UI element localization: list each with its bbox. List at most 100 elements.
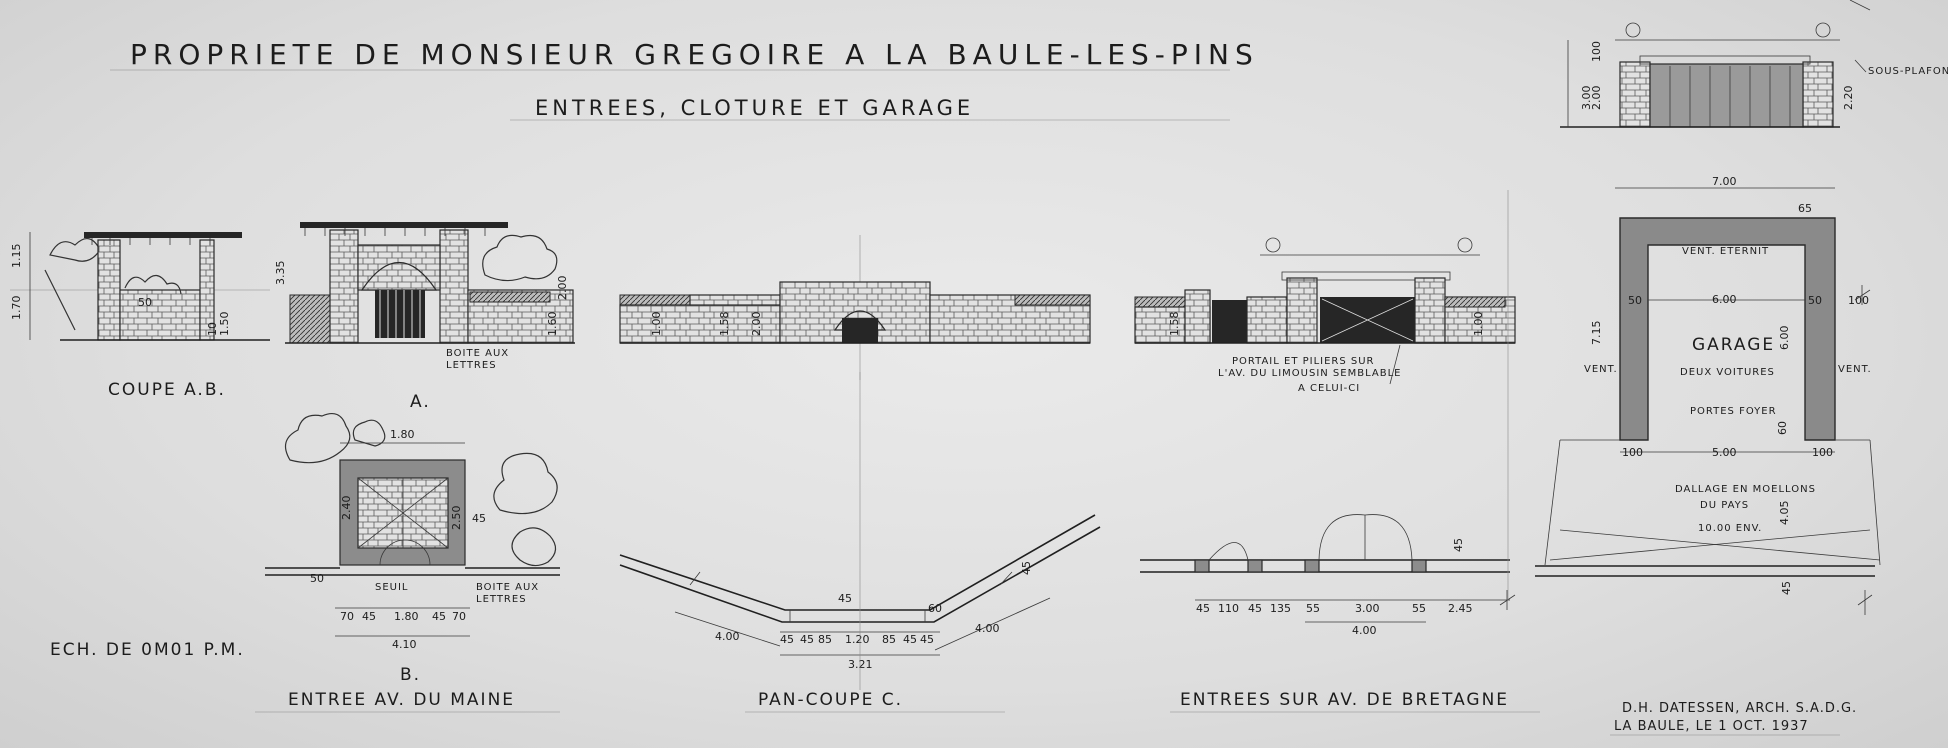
bretagne-dim-100: 1.00 xyxy=(1472,312,1485,337)
pan-dim-45c: 45 xyxy=(903,633,917,646)
coupe-dim-150: 1.50 xyxy=(218,312,231,337)
signature-line-1: D.H. DATESSEN, ARCH. S.A.D.G. xyxy=(1622,701,1857,716)
maine-dim-45: 45 xyxy=(472,512,486,525)
maine-dim-240: 2.40 xyxy=(340,496,353,521)
pan-dim-85a: 85 xyxy=(818,633,832,646)
coupe-ab-section: 1.70 1.15 50 1.50 10 COUPE A.B. xyxy=(10,232,270,400)
garage-elev-dim-220: 2.20 xyxy=(1842,86,1855,111)
scale-note: ECH. DE 0M01 P.M. xyxy=(50,640,245,660)
garage-dim-100b: 100 xyxy=(1812,446,1833,459)
section-mark-a: A. xyxy=(410,392,431,412)
coupe-ab-caption: COUPE A.B. xyxy=(108,380,226,400)
maine-dim-180: 1.80 xyxy=(394,610,419,623)
maine-elev-dim-200: 2.00 xyxy=(556,276,569,301)
pan-dim-45d: 45 xyxy=(920,633,934,646)
cloture-dim-200: 2.00 xyxy=(750,312,763,337)
maine-plan: 1.80 45 2.40 2.50 50 SEUIL BOITE AUX LET… xyxy=(255,413,560,713)
bretagne-dim-45top: 45 xyxy=(1452,538,1465,552)
maine-dim-250: 2.50 xyxy=(450,506,463,531)
bretagne-dim-110: 110 xyxy=(1218,602,1239,615)
maine-elev-dim-160: 1.60 xyxy=(546,312,559,337)
bretagne-dim-135: 135 xyxy=(1270,602,1291,615)
pan-coupe-caption: PAN-COUPE C. xyxy=(758,690,903,710)
maine-dim-180-top: 1.80 xyxy=(390,428,415,441)
boite-lettres-label-1: BOITE AUX xyxy=(446,348,509,359)
vent-right-label: VENT. xyxy=(1838,364,1872,375)
signature-block: D.H. DATESSEN, ARCH. S.A.D.G. LA BAULE, … xyxy=(1610,701,1857,736)
drawing-subtitle: ENTREES, CLOTURE ET GARAGE xyxy=(535,96,974,120)
seuil-label: SEUIL xyxy=(375,582,409,593)
garage-elev-dim-200: 2.00 xyxy=(1590,86,1603,111)
garage-dim-715: 7.15 xyxy=(1590,321,1603,346)
bretagne-dim-55b: 55 xyxy=(1412,602,1426,615)
garage-dim-500: 5.00 xyxy=(1712,446,1737,459)
cloture-dim-158: 1.58 xyxy=(718,312,731,337)
maine-elev-dim-335: 3.35 xyxy=(274,261,287,286)
bretagne-plan: 45 110 45 135 55 3.00 55 2.45 4.00 45 EN… xyxy=(1140,514,1540,713)
pan-dim-45a: 45 xyxy=(780,633,794,646)
boite-lettres-plan-1: BOITE AUX xyxy=(476,582,539,593)
pan-dim-85b: 85 xyxy=(882,633,896,646)
vent-eternit-label: VENT. ETERNIT xyxy=(1682,246,1769,257)
pan-dim-400b: 4.00 xyxy=(975,622,1000,635)
garage-dim-100r: 100 xyxy=(1848,294,1869,307)
maine-dim-70b: 70 xyxy=(452,610,466,623)
coupe-dim-50: 50 xyxy=(138,296,152,309)
pan-dim-400a: 4.00 xyxy=(715,630,740,643)
bretagne-dim-245: 2.45 xyxy=(1448,602,1473,615)
garage-dim-700: 7.00 xyxy=(1712,175,1737,188)
entree-maine-caption: ENTREE AV. DU MAINE xyxy=(288,690,515,710)
garage-dim-100a: 100 xyxy=(1622,446,1643,459)
entree-bretagne-caption: ENTREES SUR AV. DE BRETAGNE xyxy=(1180,690,1509,710)
pan-dim-45top: 45 xyxy=(838,592,852,605)
pan-dim-120: 1.20 xyxy=(845,633,870,646)
pan-coupe-plan: 4.00 45 45 45 85 1.20 85 45 45 60 4.00 4… xyxy=(619,372,1101,713)
cloture-dim-100: 1.00 xyxy=(650,312,663,337)
section-mark-b: B. xyxy=(400,665,421,685)
portail-note-3: A CELUI-CI xyxy=(1298,383,1360,394)
garage-dim-600w: 6.00 xyxy=(1712,293,1737,306)
maine-dim-45a: 45 xyxy=(362,610,376,623)
dallage-label-3: 10.00 ENV. xyxy=(1698,523,1762,534)
pan-dim-45b: 45 xyxy=(800,633,814,646)
maine-dim-70a: 70 xyxy=(340,610,354,623)
dallage-label-1: DALLAGE EN MOELLONS xyxy=(1675,484,1816,495)
garage-label-2: DEUX VOITURES xyxy=(1680,367,1775,378)
coupe-dim-170: 1.70 xyxy=(10,296,23,321)
maine-elevation: 3.35 2.00 1.60 BOITE AUX LETTRES A. xyxy=(274,222,575,412)
cloture-elevation: 1.00 1.58 2.00 xyxy=(619,235,1091,380)
bretagne-dim-300: 3.00 xyxy=(1355,602,1380,615)
boite-lettres-label-2: LETTRES xyxy=(446,360,497,371)
drawing-title: PROPRIETE DE MONSIEUR GREGOIRE A LA BAUL… xyxy=(130,38,1259,71)
garage-elevation: 3.00 100 2.00 2.20 SOUS-PLAFOND xyxy=(1560,0,1948,128)
bretagne-dim-45b: 45 xyxy=(1248,602,1262,615)
pan-dim-45e: 45 xyxy=(1020,561,1033,575)
bretagne-elevation: 1.58 1.00 PORTAIL ET PILIERS SUR L'AV. D… xyxy=(1134,237,1516,394)
pan-dim-60: 60 xyxy=(928,602,942,615)
bretagne-dim-45a: 45 xyxy=(1196,602,1210,615)
garage-label-1: GARAGE xyxy=(1692,335,1775,355)
coupe-dim-10: 10 xyxy=(206,322,219,336)
garage-dim-60: 60 xyxy=(1776,421,1789,435)
maine-dim-410: 4.10 xyxy=(392,638,417,651)
maine-dim-45b: 45 xyxy=(432,610,446,623)
signature-line-2: LA BAULE, LE 1 OCT. 1937 xyxy=(1614,719,1809,734)
bretagne-dim-55a: 55 xyxy=(1306,602,1320,615)
bretagne-dim-158: 1.58 xyxy=(1168,312,1181,337)
boite-lettres-plan-2: LETTRES xyxy=(476,594,527,605)
garage-plan: 7.00 65 VENT. ETERNIT 6.00 6.00 7.15 50 … xyxy=(1535,175,1881,615)
vent-left-label: VENT. xyxy=(1584,364,1618,375)
garage-elev-dim-300: 3.00 xyxy=(1580,86,1593,111)
maine-dim-50: 50 xyxy=(310,572,324,585)
garage-dim-50l: 50 xyxy=(1628,294,1642,307)
sous-plafond-label: SOUS-PLAFOND xyxy=(1868,66,1948,77)
bretagne-dim-400: 4.00 xyxy=(1352,624,1377,637)
portail-note-1: PORTAIL ET PILIERS SUR xyxy=(1232,356,1375,367)
garage-dim-600h: 6.00 xyxy=(1778,326,1791,351)
coupe-dim-115: 1.15 xyxy=(10,244,23,269)
garage-dim-65: 65 xyxy=(1798,202,1812,215)
porte-foyer-label: PORTES FOYER xyxy=(1690,406,1777,417)
portail-note-2: L'AV. DU LIMOUSIN SEMBLABLE xyxy=(1218,368,1401,379)
